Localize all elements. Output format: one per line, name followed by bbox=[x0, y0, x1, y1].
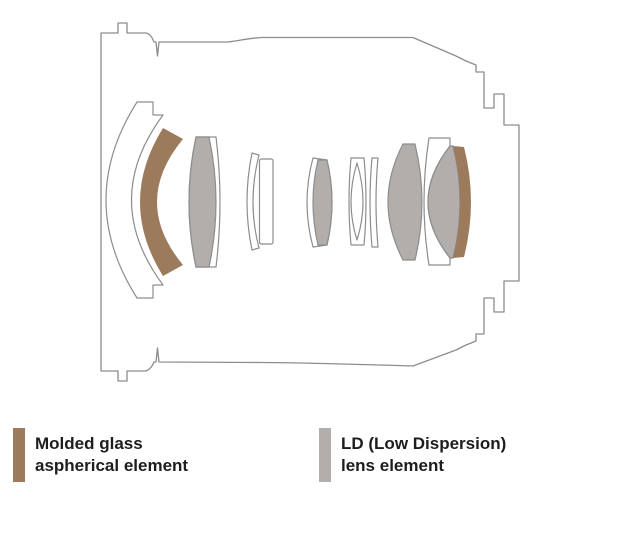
ld-element-3 bbox=[387, 143, 423, 261]
lens-element-1 bbox=[105, 101, 164, 299]
legend-label-ld-line1: LD (Low Dispersion) bbox=[341, 434, 507, 453]
lens-element-5 bbox=[258, 158, 274, 245]
ld-element-1 bbox=[188, 136, 217, 268]
lens-barrel-outline bbox=[100, 22, 520, 382]
legend-label-ld: LD (Low Dispersion) lens element bbox=[341, 433, 506, 477]
legend-item-aspherical: Molded glass aspherical element bbox=[13, 428, 188, 482]
ld-element-2 bbox=[312, 159, 333, 246]
lens-element-4 bbox=[246, 152, 260, 251]
ld-element-4 bbox=[427, 145, 461, 259]
aspherical-element-front bbox=[140, 128, 183, 276]
aspherical-element-rear bbox=[453, 146, 471, 258]
ld-swatch bbox=[319, 428, 331, 482]
lens-elements-group bbox=[105, 101, 471, 299]
legend-label-aspherical-line1: Molded glass bbox=[35, 434, 143, 453]
legend-item-ld: LD (Low Dispersion) lens element bbox=[319, 428, 506, 482]
legend-label-aspherical-line2: aspherical element bbox=[35, 456, 189, 475]
lens-barrel-group bbox=[100, 22, 520, 382]
lens-element-7-inner bbox=[350, 162, 364, 241]
aspherical-swatch bbox=[13, 428, 25, 482]
lens-cross-section bbox=[100, 22, 520, 382]
lens-element-8 bbox=[369, 157, 379, 248]
legend-label-ld-line2: lens element bbox=[341, 456, 444, 475]
legend-label-aspherical: Molded glass aspherical element bbox=[35, 433, 188, 477]
